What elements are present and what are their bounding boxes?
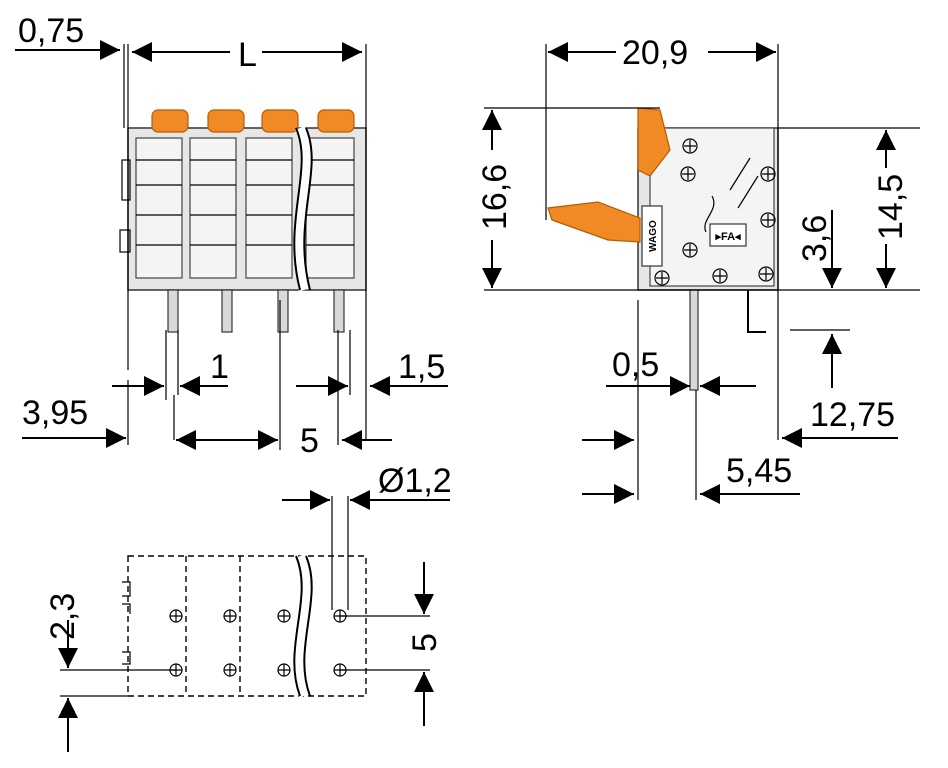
- fa-label-box: [709, 223, 747, 247]
- front-view: [119, 44, 367, 450]
- dim-5-side: 5: [406, 633, 444, 652]
- dim-dia12: Ø1,2: [378, 462, 452, 500]
- dim-545: 5,45: [726, 452, 792, 490]
- front-pin-3: [277, 289, 289, 333]
- side-screw-marks: [654, 138, 776, 286]
- dim-145: 14,5: [872, 174, 910, 240]
- dim-395: 3,95: [22, 394, 88, 432]
- dim-36: 3,6: [796, 215, 834, 262]
- dim-1: 1: [210, 348, 229, 386]
- front-side-fin-lower: [119, 229, 131, 253]
- dim-23: 2,3: [44, 593, 82, 640]
- dim-15: 1,5: [398, 348, 445, 386]
- side-lever-open: [547, 201, 641, 243]
- footprint-holes: [169, 609, 347, 677]
- brand-text: WAGO: [648, 220, 659, 252]
- lever-top-2: [207, 109, 245, 133]
- lever-top-1: [151, 109, 189, 133]
- side-view: WAGO ▸FA◂: [484, 44, 920, 500]
- dim-209: 20,9: [622, 34, 688, 72]
- front-pin-2: [221, 289, 233, 333]
- front-side-fin: [121, 159, 131, 201]
- dim-1275: 12,75: [810, 396, 895, 434]
- side-dimensions: 20,9 16,6 14,5 3,6 0,5 12,75 5,45: [476, 34, 910, 504]
- lever-top-4: [317, 109, 355, 133]
- footprint-view: [60, 496, 430, 698]
- dim-L: L: [238, 36, 257, 74]
- side-lever-up: [637, 107, 671, 177]
- front-break-line-a: [293, 127, 303, 291]
- front-dimensions: 0,75 L 1 1,5 3,95 5: [15, 12, 448, 460]
- brand-plate: [641, 205, 663, 267]
- dim-5-front: 5: [300, 422, 319, 460]
- front-pin-4: [333, 289, 345, 333]
- front-pin-1: [167, 289, 179, 333]
- side-pin-bent: [747, 290, 766, 333]
- side-face: [649, 127, 775, 287]
- front-break-line-b: [303, 127, 313, 291]
- side-pin: [689, 289, 699, 391]
- front-pole-slots: [135, 137, 355, 279]
- dim-166: 16,6: [476, 164, 514, 230]
- front-break-gap: [293, 126, 311, 292]
- footprint-outline: [127, 555, 367, 697]
- fa-label: ▸FA◂: [714, 231, 741, 243]
- dim-075: 0,75: [18, 12, 84, 50]
- footprint-dimensions: Ø1,2 2,3 5: [44, 462, 452, 752]
- dim-05: 0,5: [612, 346, 659, 384]
- lever-top-3: [261, 109, 299, 133]
